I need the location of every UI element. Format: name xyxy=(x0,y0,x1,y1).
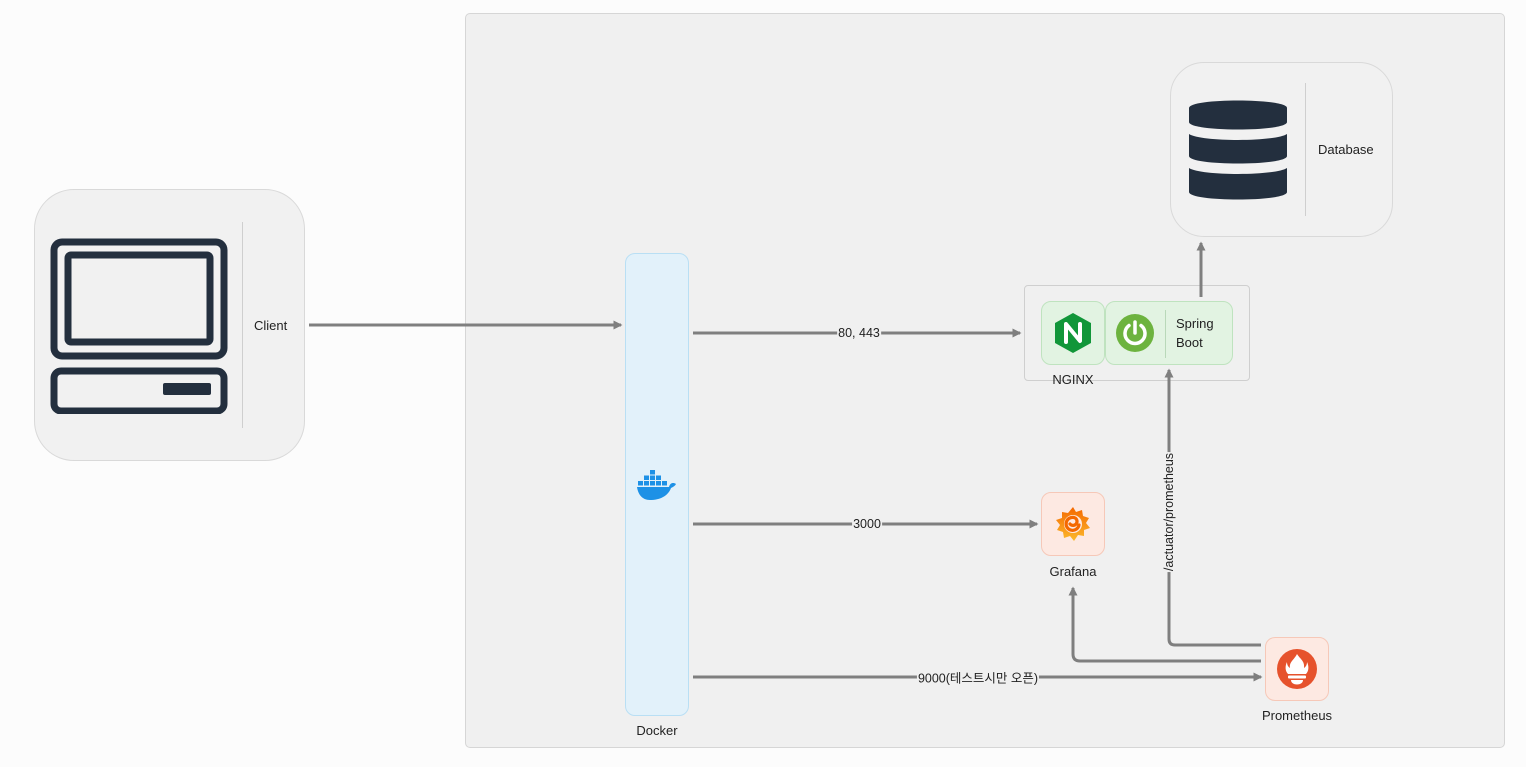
docker-label: Docker xyxy=(636,723,678,738)
edge-prometheus-to-spring xyxy=(1164,368,1261,647)
prometheus-tile xyxy=(1265,637,1329,701)
prometheus-icon xyxy=(1277,649,1317,689)
spring-power-icon xyxy=(1116,314,1154,352)
nginx-label: NGINX xyxy=(1052,372,1094,387)
database-card-divider xyxy=(1305,83,1306,216)
app-group-box xyxy=(1024,285,1250,381)
edge-label-3000: 3000 xyxy=(852,517,882,531)
database-icon xyxy=(1189,100,1287,200)
spring-boot-divider xyxy=(1165,310,1166,358)
docker-whale-icon xyxy=(637,470,676,500)
edge-label-9000: 9000(테스트시만 오픈) xyxy=(916,667,1040,687)
grafana-tile xyxy=(1041,492,1105,556)
client-card xyxy=(34,189,305,461)
grafana-label: Grafana xyxy=(1049,564,1097,579)
database-label: Database xyxy=(1318,142,1374,157)
nginx-tile xyxy=(1041,301,1105,365)
spring-boot-label-line2: Boot xyxy=(1176,335,1203,350)
grafana-icon xyxy=(1056,507,1090,541)
client-label: Client xyxy=(254,318,288,333)
nginx-icon xyxy=(1055,313,1091,353)
prometheus-label: Prometheus xyxy=(1261,708,1333,723)
spring-boot-label-line1: Spring xyxy=(1176,316,1214,331)
client-card-divider xyxy=(242,222,243,428)
edge-label-80-443: 80, 443 xyxy=(837,326,881,340)
computer-icon xyxy=(50,238,228,414)
edge-label-actuator: /actuator/prometheus xyxy=(1162,451,1176,573)
edge-prometheus-to-grafana xyxy=(1068,586,1261,663)
